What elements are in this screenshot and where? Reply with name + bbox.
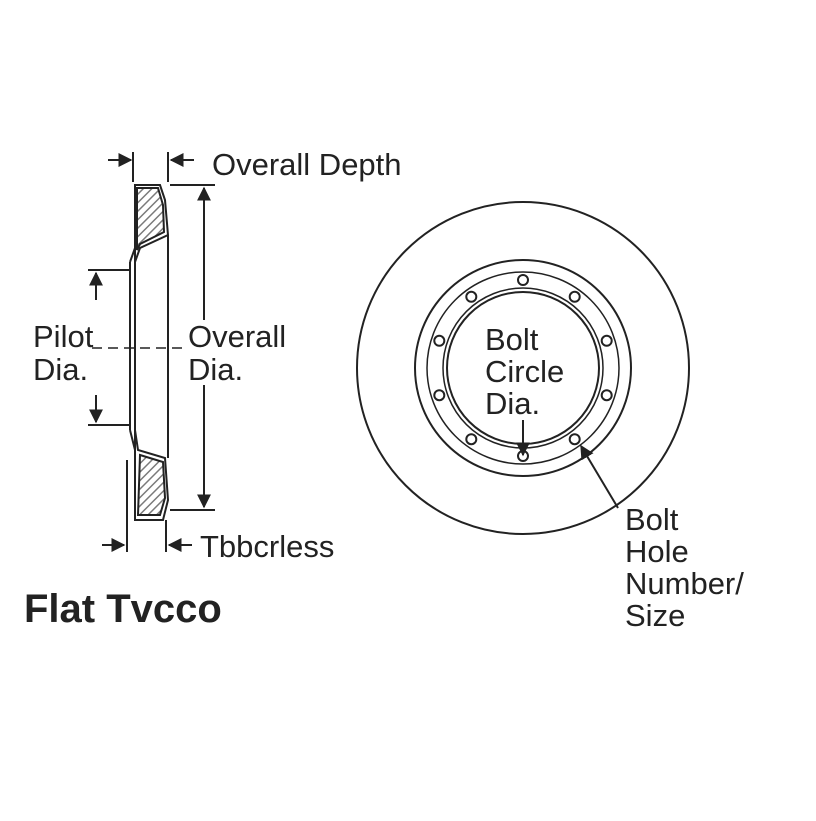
bolt-circle-outer bbox=[426, 271, 620, 465]
bolt-hole bbox=[465, 433, 478, 446]
overall-depth-label: Overall Depth bbox=[212, 147, 402, 182]
rotor-profile-outline bbox=[134, 184, 170, 521]
bolt-hole bbox=[433, 334, 446, 347]
overall-depth-dimension bbox=[108, 152, 194, 182]
overall-dia-label-line2: Dia. bbox=[188, 352, 243, 387]
cross-section-hatch-upper bbox=[136, 187, 166, 251]
overall-dia-label-line1: Overall bbox=[188, 319, 286, 354]
rotor-outer-edge bbox=[356, 201, 690, 535]
bolt-circle-label-line3: Dia. bbox=[485, 386, 540, 421]
bolt-hole bbox=[568, 290, 581, 303]
overall-dia-dimension bbox=[170, 184, 215, 511]
bolt-hole-leader bbox=[580, 444, 619, 509]
bolt-hole bbox=[433, 389, 446, 402]
bolt-hole bbox=[517, 274, 529, 286]
diagram-title: Flat Tvcco bbox=[24, 587, 222, 631]
bolt-hole-label-line1: Bolt bbox=[625, 502, 679, 537]
bolt-holes bbox=[433, 274, 613, 462]
bolt-hole bbox=[465, 290, 478, 303]
bolt-hole bbox=[600, 334, 613, 347]
pilot-dia-label-line1: Pilot bbox=[33, 319, 94, 354]
bolt-hole bbox=[568, 433, 581, 446]
cross-section-hatch-lower bbox=[136, 453, 167, 516]
bolt-circle-label-line1: Bolt bbox=[485, 322, 539, 357]
hub-outer-ring bbox=[414, 259, 632, 477]
rotor-side-view bbox=[92, 184, 185, 521]
pilot-dia-dimension bbox=[88, 269, 130, 426]
bolt-hole-label-line2: Hole bbox=[625, 534, 689, 569]
thickness-label: Tbbcrless bbox=[200, 529, 334, 564]
bolt-hole-label-line4: Size bbox=[625, 598, 685, 633]
pilot-dia-label-line2: Dia. bbox=[33, 352, 88, 387]
bolt-hole bbox=[600, 389, 613, 402]
thickness-dimension bbox=[102, 460, 192, 552]
bolt-hole-label-line3: Number/ bbox=[625, 566, 744, 601]
bolt-circle-label-line2: Circle bbox=[485, 354, 564, 389]
